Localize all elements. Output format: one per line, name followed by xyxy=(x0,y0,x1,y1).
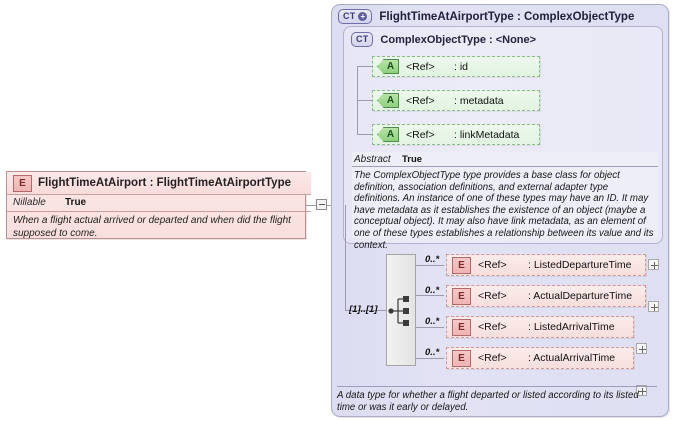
attribute-tree-stub-1 xyxy=(357,66,372,67)
element-name: : ListedDepartureTime xyxy=(528,259,632,271)
inner-complextype-header: CT ComplexObjectType : <None> xyxy=(351,32,536,47)
attribute-row-metadata[interactable]: A <Ref> : metadata xyxy=(372,90,540,111)
complextype-badge-icon[interactable]: CT+ xyxy=(338,9,373,24)
attribute-ref-label: <Ref> xyxy=(406,128,435,141)
element-branch-line-4 xyxy=(416,358,444,359)
element-branch-line-3 xyxy=(416,327,444,328)
abstract-value: True xyxy=(402,153,423,165)
element-expand-icon-2[interactable] xyxy=(648,301,659,312)
element-name: : ActualDepartureTime xyxy=(528,290,633,302)
type-panel-title: FlightTimeAtAirportType : ComplexObjectT… xyxy=(379,10,635,23)
abstract-label: Abstract xyxy=(354,153,391,165)
attribute-name: : metadata xyxy=(454,94,504,107)
element-badge-icon: E xyxy=(452,318,471,336)
compositor-connector-line xyxy=(345,310,386,311)
element-row-actualarrivaltime[interactable]: E <Ref> : ActualArrivalTime xyxy=(446,347,634,369)
element-ref-label: <Ref> xyxy=(478,352,507,364)
attribute-badge-icon: A xyxy=(377,93,399,108)
attribute-row-linkmetadata[interactable]: A <Ref> : linkMetadata xyxy=(372,124,540,145)
element-badge-icon: E xyxy=(452,349,471,367)
element-name: : ActualArrivalTime xyxy=(528,352,616,364)
abstract-row: Abstract True xyxy=(352,152,658,167)
attribute-name: : id xyxy=(454,60,469,73)
element-cardinality-4: 0..* xyxy=(425,347,440,358)
attribute-row-id[interactable]: A <Ref> : id xyxy=(372,56,540,77)
abstract-documentation-block: Abstract True The ComplexObjectType type… xyxy=(352,152,658,251)
element-name: : ListedArrivalTime xyxy=(528,321,615,333)
element-property-row: Nillable True xyxy=(7,194,311,212)
element-cardinality-1: 0..* xyxy=(425,254,440,265)
element-badge-icon: E xyxy=(13,174,32,192)
attribute-badge-icon: A xyxy=(377,59,399,74)
element-expand-icon-1[interactable] xyxy=(648,259,659,270)
element-expand-icon-4[interactable] xyxy=(636,385,647,396)
element-ref-label: <Ref> xyxy=(478,259,507,271)
attribute-ref-label: <Ref> xyxy=(406,60,435,73)
element-property-label: Nillable xyxy=(13,197,46,208)
element-row-listedarrivaltime[interactable]: E <Ref> : ListedArrivalTime xyxy=(446,316,634,338)
inner-type-documentation: The ComplexObjectType type provides a ba… xyxy=(354,170,654,251)
attribute-tree-stub-2 xyxy=(357,100,372,101)
inner-complextype-title: ComplexObjectType : <None> xyxy=(380,33,537,46)
element-badge-icon: E xyxy=(452,256,471,274)
type-panel-header: CT+ FlightTimeAtAirportType : ComplexObj… xyxy=(338,9,634,24)
complextype-badge-label: CT xyxy=(343,11,356,21)
element-cardinality-2: 0..* xyxy=(425,285,440,296)
expand-plus-icon[interactable]: + xyxy=(358,12,368,21)
attribute-tree-stub-3 xyxy=(357,134,372,135)
element-expand-icon-3[interactable] xyxy=(636,343,647,354)
attribute-name: : linkMetadata xyxy=(454,128,520,141)
element-cardinality-3: 0..* xyxy=(425,316,440,327)
attribute-badge-icon: A xyxy=(377,127,399,142)
element-badge-icon: E xyxy=(452,287,471,305)
connector-line-left xyxy=(306,205,316,206)
element-row-listeddeparturetime[interactable]: E <Ref> : ListedDepartureTime xyxy=(446,254,646,276)
type-documentation: A data type for whether a flight departe… xyxy=(337,386,657,413)
element-row-actualdeparturetime[interactable]: E <Ref> : ActualDepartureTime xyxy=(446,285,646,307)
element-documentation: When a flight actual arrived or departed… xyxy=(13,215,291,239)
compositor-cardinality: [1]..[1] xyxy=(349,304,378,315)
element-box-flighttimeatairport[interactable]: E FlightTimeAtAirport : FlightTimeAtAirp… xyxy=(6,171,311,239)
element-property-value: True xyxy=(65,197,87,208)
inner-complextype-badge-icon: CT xyxy=(351,32,374,47)
element-title: FlightTimeAtAirport : FlightTimeAtAirpor… xyxy=(38,177,291,189)
sequence-compositor-box[interactable] xyxy=(386,254,416,366)
element-ref-label: <Ref> xyxy=(478,290,507,302)
compositor-trunk-line xyxy=(345,205,346,310)
inner-complextype-badge-label: CT xyxy=(356,34,369,44)
element-branch-line-2 xyxy=(416,295,444,296)
element-branch-line-1 xyxy=(416,265,444,266)
element-ref-label: <Ref> xyxy=(478,321,507,333)
attribute-ref-label: <Ref> xyxy=(406,94,435,107)
element-box-header: E FlightTimeAtAirport : FlightTimeAtAirp… xyxy=(7,172,311,195)
collapse-minus-icon[interactable] xyxy=(316,199,327,210)
sequence-icon xyxy=(388,296,409,326)
